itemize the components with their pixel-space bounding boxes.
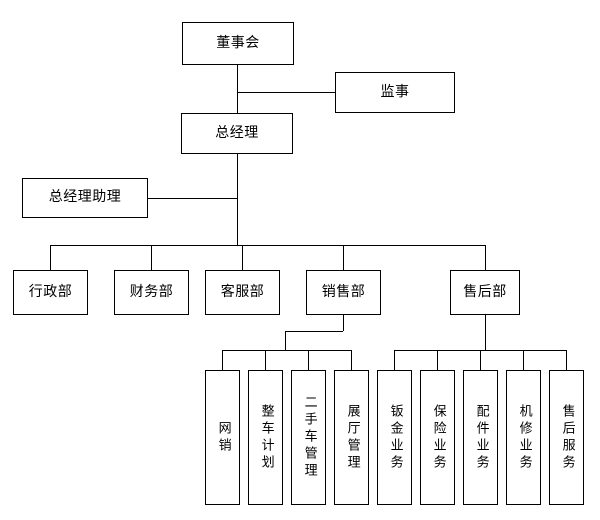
node-label-admin-department: 行政部 <box>28 283 73 300</box>
node-customer-service-department[interactable]: 客服部 <box>205 270 280 315</box>
node-label-showroom-management: 展厅管理 <box>344 403 360 472</box>
node-label-board-of-directors: 董事会 <box>216 34 260 51</box>
node-label-after-sales-department: 售后部 <box>463 283 507 300</box>
node-sheet-metal-business[interactable]: 钣金业务 <box>377 370 412 505</box>
connector-drop-mechanic <box>523 350 524 370</box>
node-label-used-car-management: 二手车管理 <box>301 395 317 480</box>
node-label-sheet-metal-business: 钣金业务 <box>387 403 403 472</box>
node-mechanic-business[interactable]: 机修业务 <box>506 370 541 505</box>
node-admin-department[interactable]: 行政部 <box>13 270 88 315</box>
connector-general-manager-to-assistant <box>148 198 237 199</box>
node-label-insurance-business: 保险业务 <box>430 403 446 472</box>
node-gm-assistant[interactable]: 总经理助理 <box>22 178 148 218</box>
node-label-parts-business: 配件业务 <box>473 403 489 472</box>
connector-drop-finance <box>151 245 152 270</box>
connector-drop-sales <box>343 245 344 270</box>
connector-drop-admin <box>50 245 51 270</box>
connector-drop-showroom-mgmt <box>351 350 352 370</box>
node-label-finance-department: 财务部 <box>129 283 174 300</box>
node-vehicle-plan[interactable]: 整车计划 <box>248 370 283 505</box>
node-sales-department[interactable]: 销售部 <box>306 270 381 315</box>
connector-board-to-supervisor <box>237 92 335 93</box>
node-showroom-management[interactable]: 展厅管理 <box>334 370 369 505</box>
node-label-gm-assistant: 总经理助理 <box>48 189 122 206</box>
node-label-after-sales-service: 售后服务 <box>559 403 575 472</box>
node-label-sales-department: 销售部 <box>321 283 366 300</box>
connector-sales-stem <box>343 315 344 331</box>
node-label-mechanic-business: 机修业务 <box>516 403 532 472</box>
node-label-supervisor: 监事 <box>380 83 410 100</box>
node-label-online-sales: 网销 <box>215 420 231 455</box>
node-label-customer-service-department: 客服部 <box>220 283 265 300</box>
connector-drop-used-car-mgmt <box>308 350 309 370</box>
connector-board-to-general-manager <box>237 65 238 113</box>
node-general-manager[interactable]: 总经理 <box>181 113 293 154</box>
node-online-sales[interactable]: 网销 <box>205 370 240 505</box>
connector-drop-after-sales-service <box>566 350 567 370</box>
connector-drop-insurance <box>437 350 438 370</box>
connector-drop-parts <box>480 350 481 370</box>
node-label-vehicle-plan: 整车计划 <box>258 403 274 472</box>
connector-drop-vehicle-plan <box>265 350 266 370</box>
connector-after-sales-stem <box>485 315 486 350</box>
node-parts-business[interactable]: 配件业务 <box>463 370 498 505</box>
node-board-of-directors[interactable]: 董事会 <box>182 22 294 65</box>
node-used-car-management[interactable]: 二手车管理 <box>291 370 326 505</box>
connector-general-manager-trunk <box>237 154 238 246</box>
node-finance-department[interactable]: 财务部 <box>114 270 189 315</box>
connector-sales-jog <box>285 331 343 332</box>
connector-drop-online-sales <box>222 350 223 370</box>
connector-drop-sheet-metal <box>394 350 395 370</box>
connector-drop-customer-service <box>242 245 243 270</box>
node-label-general-manager: 总经理 <box>215 124 259 141</box>
connector-sales-sub-bus <box>222 350 351 351</box>
node-after-sales-service[interactable]: 售后服务 <box>549 370 584 505</box>
node-insurance-business[interactable]: 保险业务 <box>420 370 455 505</box>
connector-department-bus <box>50 245 485 246</box>
connector-sales-stem-lower <box>285 331 286 350</box>
connector-drop-after-sales <box>485 245 486 270</box>
node-after-sales-department[interactable]: 售后部 <box>450 270 520 315</box>
node-supervisor[interactable]: 监事 <box>335 72 455 113</box>
